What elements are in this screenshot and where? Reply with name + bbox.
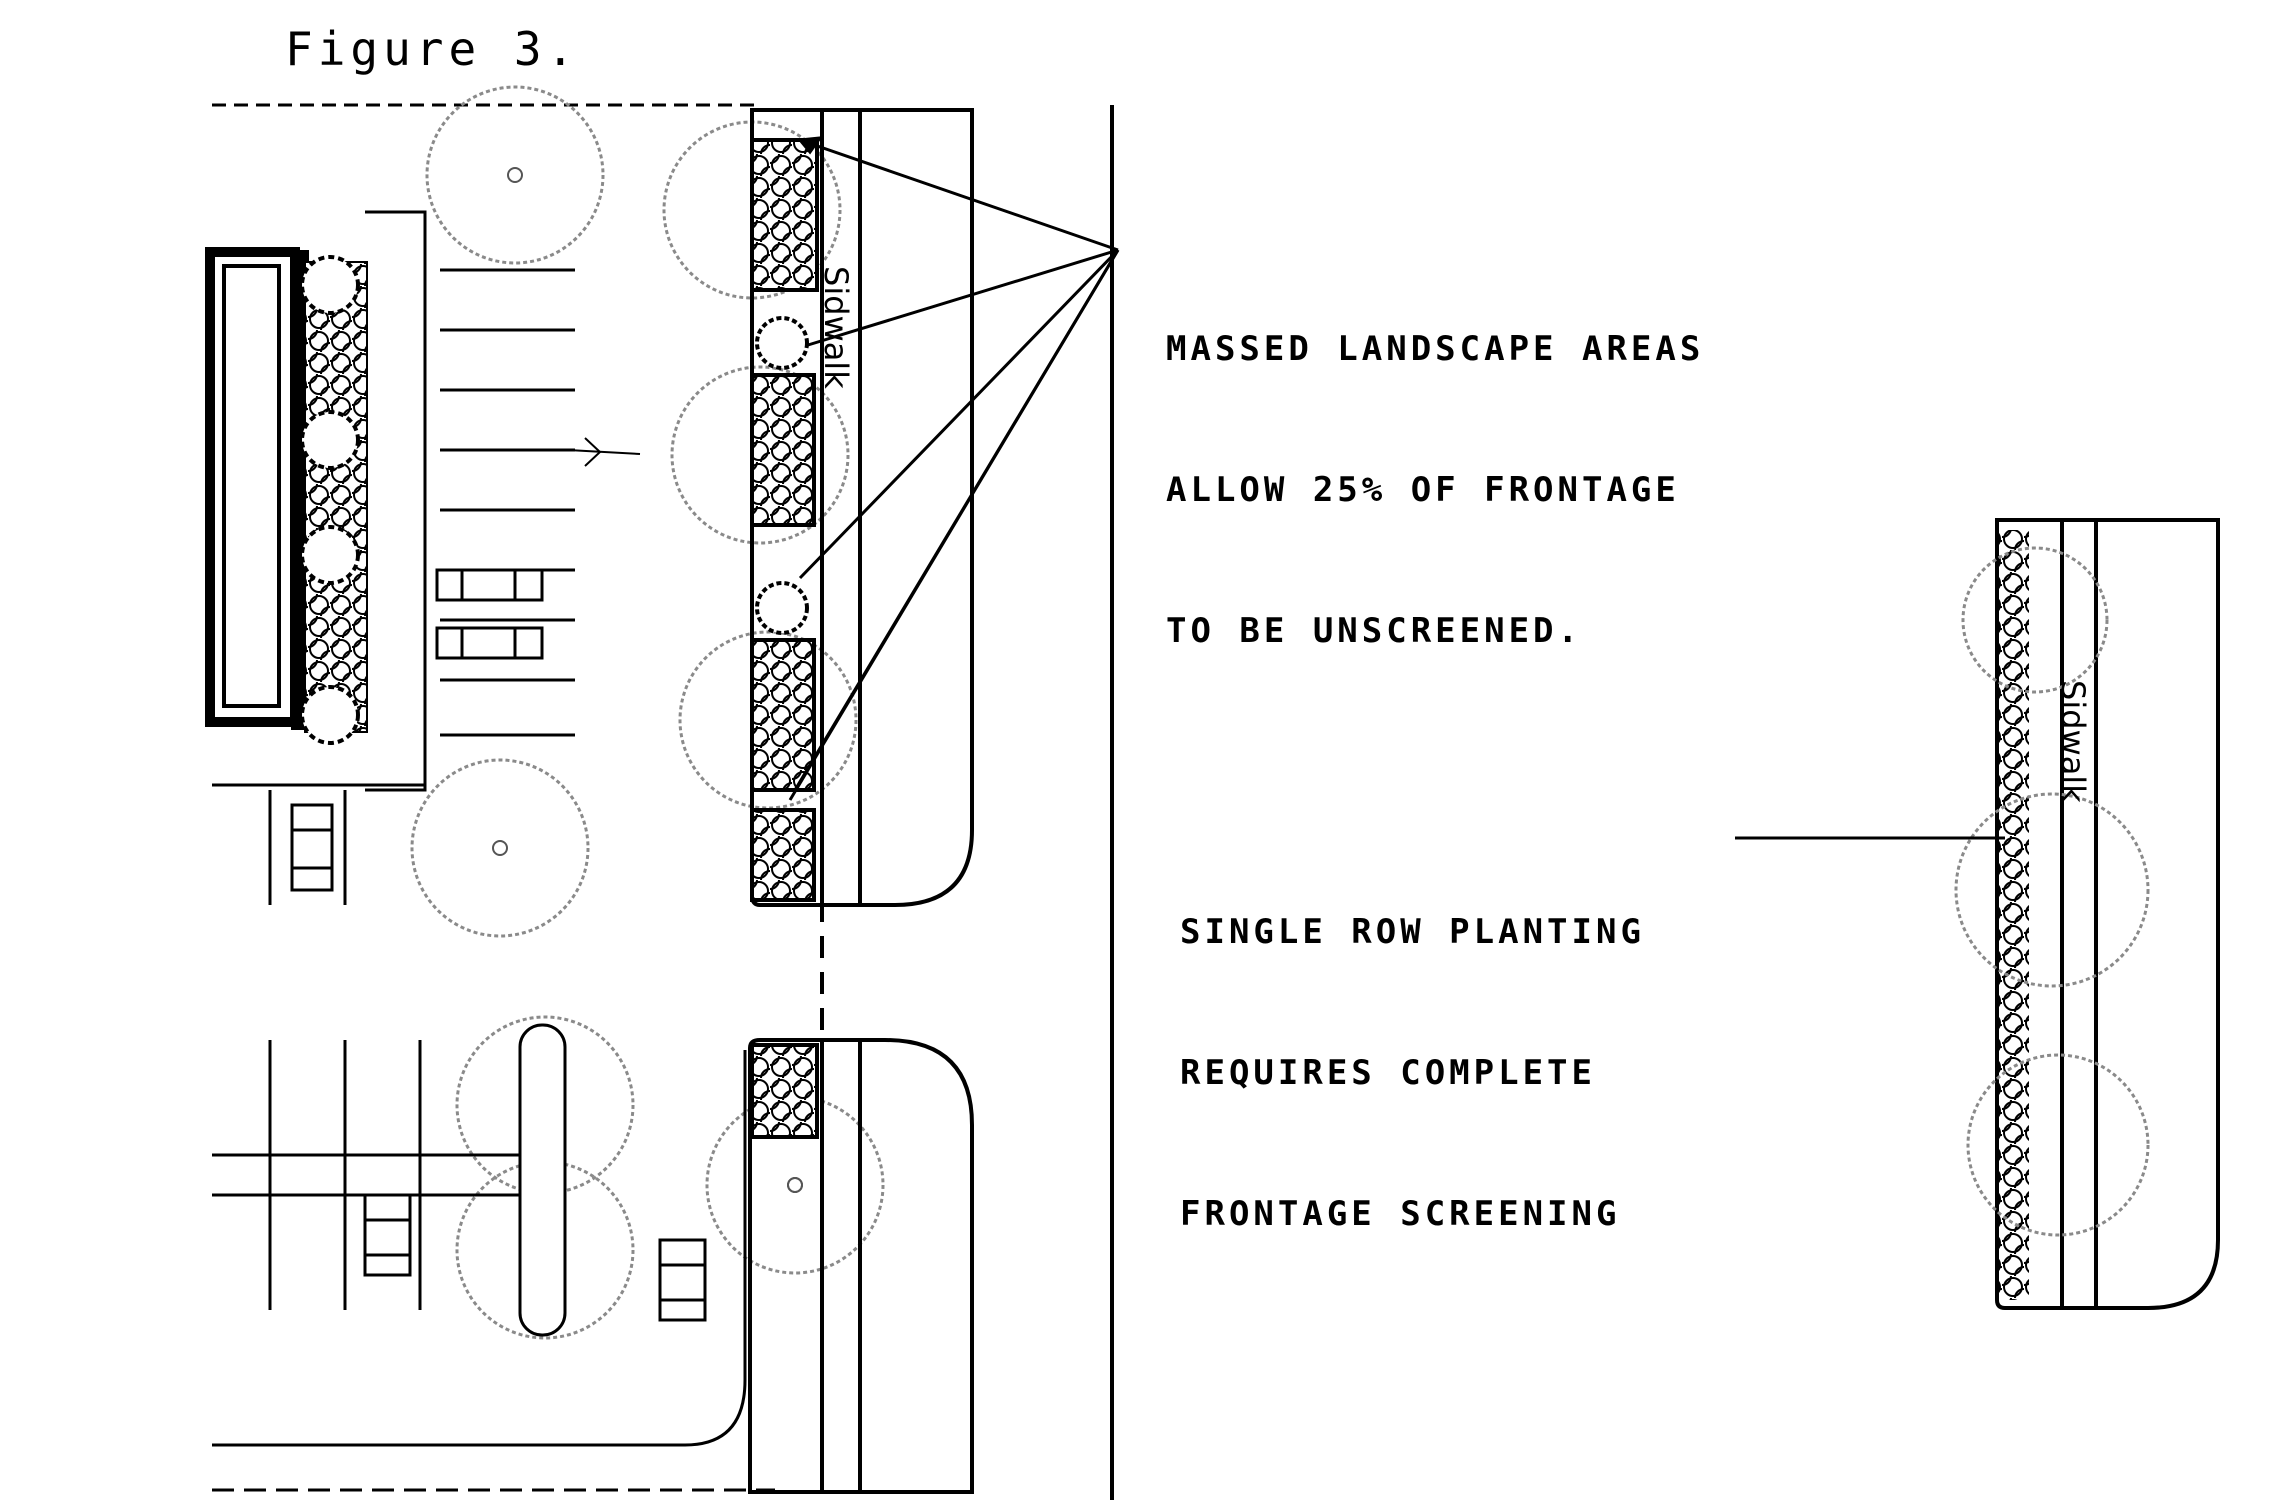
parking-lot-north	[212, 103, 755, 905]
parked-cars	[290, 568, 707, 1322]
note-line: REQUIRES COMPLETE	[1180, 1053, 1596, 1093]
massed-landscape-note: MASSED LANDSCAPE AREAS ALLOW 25% OF FRON…	[1166, 232, 1704, 702]
sidewalk-label: Sidwalk	[2054, 680, 2092, 803]
sidewalk-label: Sidwalk	[817, 266, 855, 389]
note-line: SINGLE ROW PLANTING	[1180, 912, 1645, 952]
note-line: MASSED LANDSCAPE AREAS	[1166, 329, 1705, 369]
note-line: ALLOW 25% OF FRONTAGE	[1166, 470, 1680, 510]
foundation-planting	[300, 255, 368, 745]
parking-lot-south	[212, 1023, 775, 1492]
frontage-strip-south	[748, 1038, 974, 1494]
frontage-strip-single-row	[1995, 518, 2220, 1310]
note-line: FRONTAGE SCREENING	[1180, 1194, 1621, 1234]
single-row-canopy-trees	[1954, 546, 2150, 1237]
north-arrow-icon	[567, 437, 641, 467]
building	[205, 247, 309, 730]
frontage-strip-north	[750, 108, 974, 907]
note-line: TO BE UNSCREENED.	[1166, 611, 1582, 651]
canopy-trees	[410, 85, 885, 1340]
single-row-note: SINGLE ROW PLANTING REQUIRES COMPLETE FR…	[1180, 815, 1645, 1285]
massed-note-leaders	[788, 136, 1120, 801]
figure-title: Figure 3.	[285, 22, 580, 76]
